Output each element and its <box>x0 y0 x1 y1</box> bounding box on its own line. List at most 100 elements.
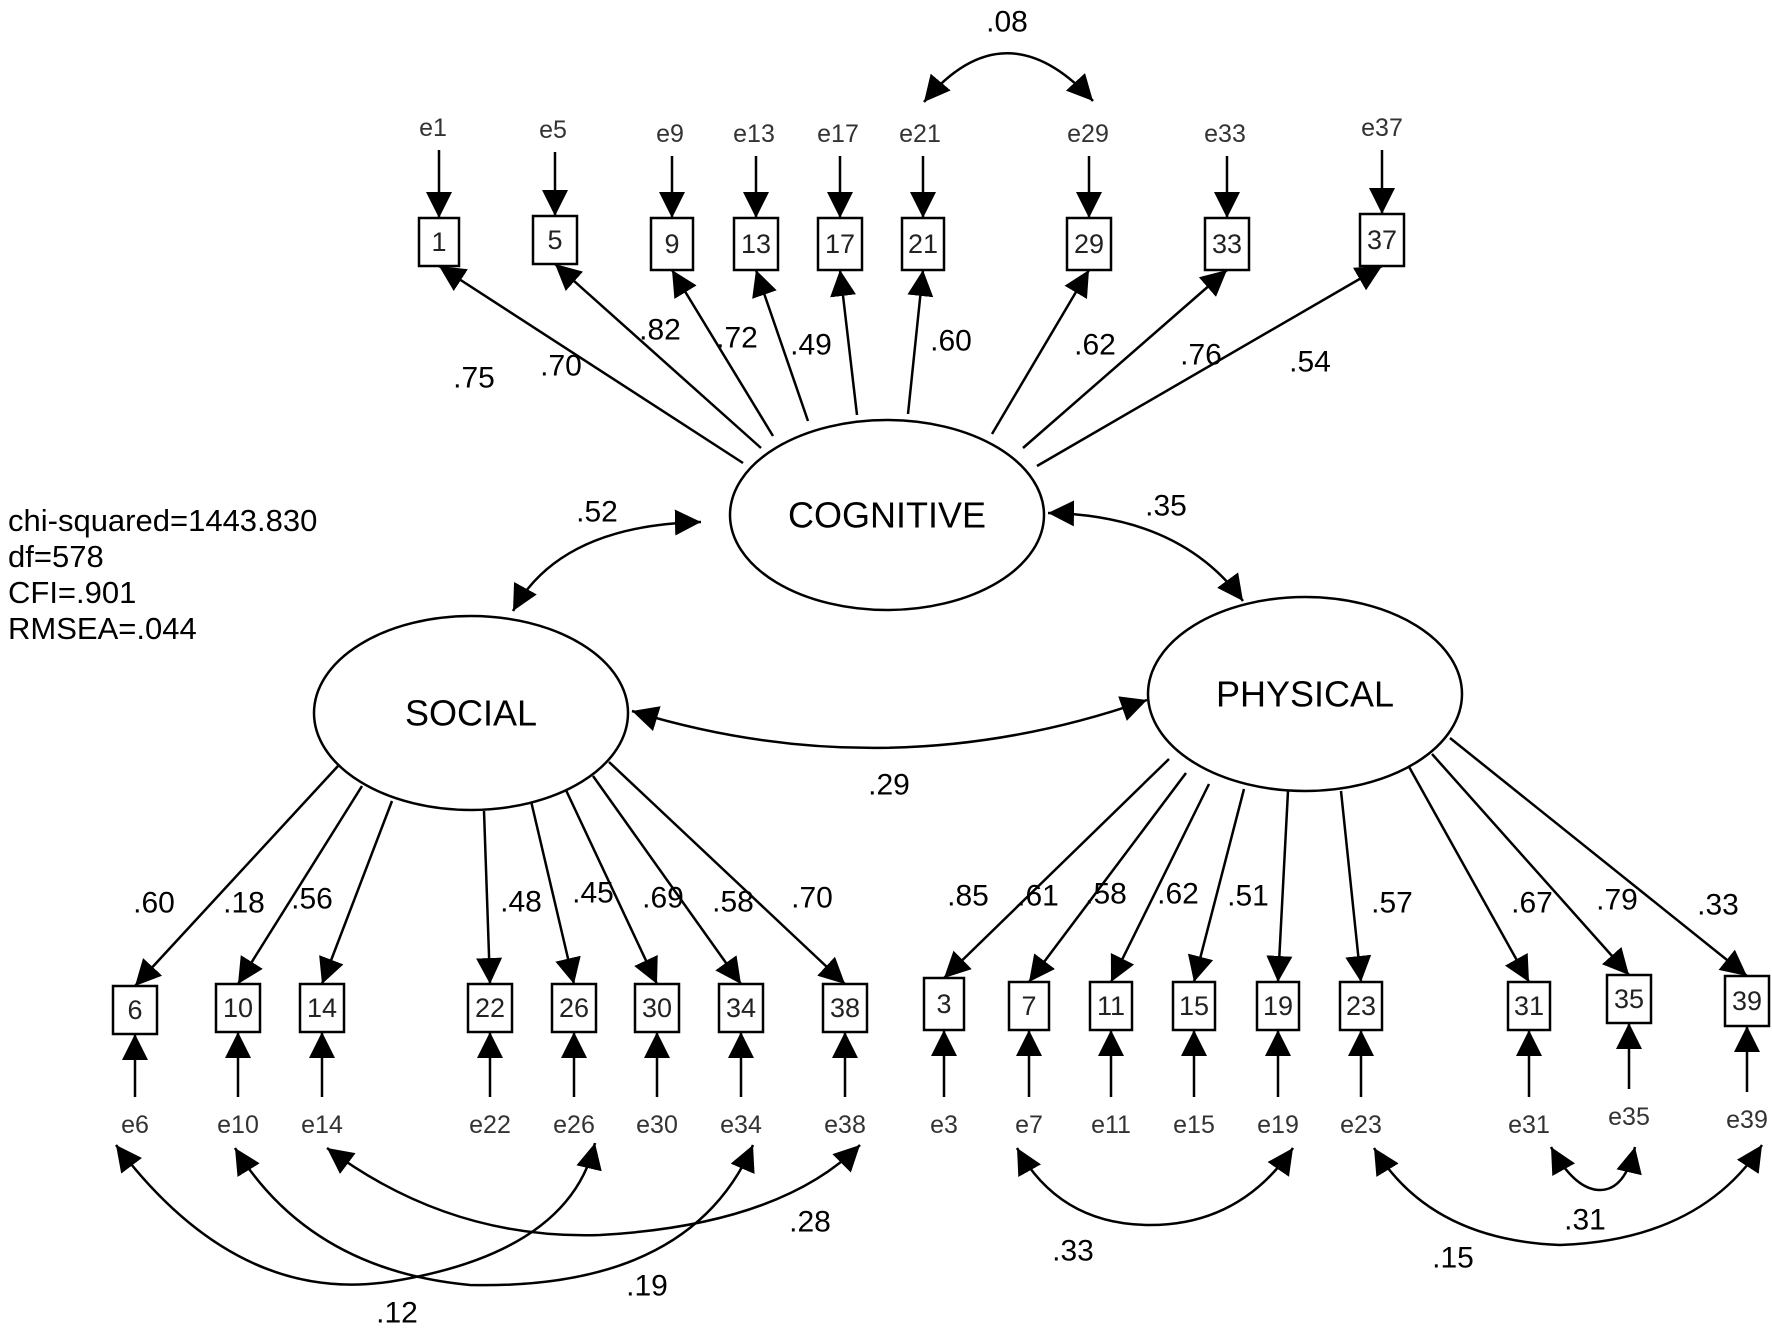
error-label-e33: e33 <box>1204 120 1246 148</box>
error-label-e23: e23 <box>1340 1111 1382 1139</box>
loading-arrow-17 <box>830 269 859 416</box>
loading-arrow-11 <box>1109 783 1211 983</box>
error-covariance-arc-e21-e29 <box>923 52 1094 103</box>
loading-arrow-19 <box>1266 790 1293 983</box>
loading-label-5: .70 <box>540 350 582 383</box>
loading-arrow-39 <box>1449 737 1748 977</box>
loading-label-23: .57 <box>1371 887 1413 920</box>
df-stat: df=578 <box>8 539 104 574</box>
error-label-e14: e14 <box>301 1111 343 1139</box>
latent-label-physical: PHYSICAL <box>1216 674 1394 715</box>
error-label-e26: e26 <box>553 1111 595 1139</box>
loading-label-3: .85 <box>947 880 989 913</box>
indicator-label-5: 5 <box>547 225 562 255</box>
error-label-e15: e15 <box>1173 1111 1215 1139</box>
indicator-label-3: 3 <box>936 989 951 1019</box>
error-covariance-label-e10-e34: .19 <box>626 1270 668 1303</box>
loading-label-37: .54 <box>1289 346 1331 379</box>
indicator-box-3 <box>922 976 966 1032</box>
indicator-label-1: 1 <box>431 227 446 257</box>
indicator-label-22: 22 <box>475 993 505 1023</box>
cfi-stat: CFI=.901 <box>8 575 137 610</box>
error-label-e13: e13 <box>733 120 775 148</box>
error-label-e10: e10 <box>217 1111 259 1139</box>
error-label-e7: e7 <box>1015 1111 1043 1139</box>
indicator-label-23: 23 <box>1346 991 1376 1021</box>
loading-label-9: .82 <box>639 314 681 347</box>
error-label-e34: e34 <box>720 1111 762 1139</box>
correlation-arc-cog-phy <box>1047 500 1245 602</box>
error-label-e6: e6 <box>121 1111 149 1139</box>
indicator-label-35: 35 <box>1614 984 1644 1014</box>
loading-arrow-13 <box>752 269 810 422</box>
loading-label-29: .62 <box>1074 329 1116 362</box>
latent-cognitive <box>728 418 1046 612</box>
loading-arrow-10 <box>236 785 364 985</box>
loading-arrow-22 <box>476 810 503 985</box>
indicator-label-39: 39 <box>1732 986 1762 1016</box>
indicator-label-9: 9 <box>664 229 679 259</box>
indicator-label-13: 13 <box>741 229 771 259</box>
error-label-e30: e30 <box>636 1111 678 1139</box>
loading-arrow-15 <box>1187 788 1246 983</box>
loading-arrow-29 <box>990 269 1091 435</box>
error-label-e22: e22 <box>469 1111 511 1139</box>
latent-physical <box>1146 595 1464 793</box>
indicator-box-1 <box>417 216 461 268</box>
loading-arrow-14 <box>319 800 394 985</box>
indicator-label-29: 29 <box>1074 229 1104 259</box>
loading-arrow-5 <box>554 263 762 449</box>
error-label-e3: e3 <box>930 1111 958 1139</box>
indicator-label-6: 6 <box>127 995 142 1025</box>
indicator-box-5 <box>531 214 579 266</box>
loading-label-33: .76 <box>1180 339 1222 372</box>
loading-label-26: .45 <box>572 877 614 910</box>
indicator-label-30: 30 <box>642 993 672 1023</box>
loading-label-10: .18 <box>223 887 265 920</box>
loading-arrow-3 <box>943 758 1170 979</box>
indicator-box-11 <box>1088 980 1134 1032</box>
error-covariance-arc-e10-e34 <box>233 1144 755 1287</box>
loading-arrow-38 <box>608 761 846 985</box>
chi-squared-stat: chi-squared=1443.830 <box>8 503 318 538</box>
indicator-label-11: 11 <box>1097 991 1125 1021</box>
loading-label-17: .49 <box>790 329 832 362</box>
loading-label-11: .58 <box>1085 878 1127 911</box>
loading-arrow-7 <box>1028 772 1187 983</box>
loading-label-14: .56 <box>291 883 333 916</box>
error-covariance-label-e31-e35: .31 <box>1564 1204 1606 1237</box>
error-label-e17: e17 <box>817 120 859 148</box>
loading-label-19: .51 <box>1227 880 1269 913</box>
indicator-label-26: 26 <box>559 993 589 1023</box>
indicator-box-34 <box>717 982 765 1034</box>
loading-label-6: .60 <box>133 887 175 920</box>
error-label-e21: e21 <box>899 120 941 148</box>
loading-label-35: .79 <box>1596 884 1638 917</box>
correlation-arc-soc-phy <box>631 696 1148 750</box>
loading-label-15: .62 <box>1157 878 1199 911</box>
loading-label-7: .61 <box>1017 880 1059 913</box>
indicator-box-35 <box>1605 973 1653 1025</box>
loading-label-1: .75 <box>453 362 495 395</box>
error-label-e29: e29 <box>1067 120 1109 148</box>
loading-arrow-9 <box>670 269 775 437</box>
loading-arrow-37 <box>1036 264 1383 468</box>
correlation-label-soc-phy: .29 <box>868 769 910 802</box>
error-covariance-label-e23-e39: .15 <box>1432 1242 1474 1275</box>
error-covariance-arc-e7-e19 <box>1015 1147 1295 1227</box>
latent-social <box>312 614 630 812</box>
error-covariance-label-e21-e29: .08 <box>986 6 1028 39</box>
error-label-e37: e37 <box>1361 114 1403 142</box>
indicator-box-22 <box>466 982 514 1034</box>
error-covariance-label-e6-e26: .12 <box>376 1297 418 1330</box>
indicator-label-15: 15 <box>1179 991 1209 1021</box>
indicator-box-13 <box>732 216 780 272</box>
error-covariance-arc-e31-e35 <box>1549 1146 1642 1192</box>
error-label-e9: e9 <box>656 120 684 148</box>
error-label-e39: e39 <box>1726 1106 1768 1134</box>
indicator-box-29 <box>1065 216 1113 272</box>
latent-label-social: SOCIAL <box>405 693 537 734</box>
error-covariance-arc-e23-e39 <box>1372 1144 1764 1247</box>
indicator-box-38 <box>821 982 869 1034</box>
